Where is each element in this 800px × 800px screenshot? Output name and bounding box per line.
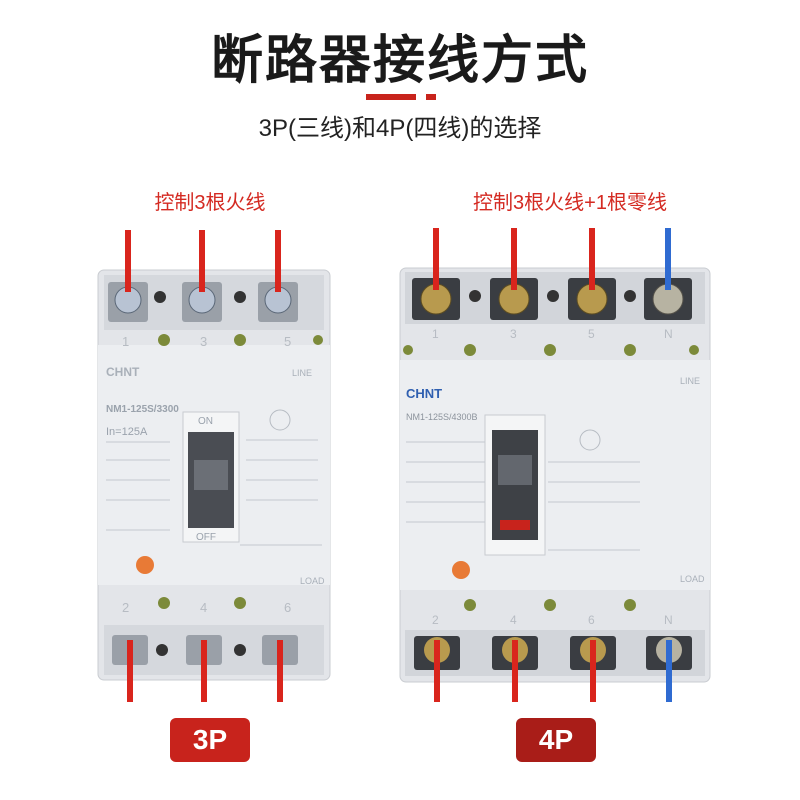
- right-terminal-2: 2: [432, 613, 439, 627]
- right-terminal-6: 6: [588, 613, 595, 627]
- right-model: NM1-125S/4300B: [406, 412, 478, 422]
- page-subtitle: 3P(三线)和4P(四线)的选择: [258, 115, 542, 142]
- right-terminal-1: 1: [432, 327, 439, 341]
- right-terminal-n-bottom: N: [664, 613, 673, 627]
- left-terminal-3: 3: [200, 334, 207, 349]
- left-terminal-4: 4: [200, 600, 207, 615]
- breaker-3p: 1 3 5 CHNT LINE NM1-125S/3300 In=125A ON…: [97, 230, 331, 702]
- left-terminal-2: 2: [122, 600, 129, 615]
- left-off-label: OFF: [196, 532, 216, 543]
- left-caption: 控制3根火线: [154, 192, 266, 214]
- right-terminal-n: N: [664, 327, 673, 341]
- right-terminal-4: 4: [510, 613, 517, 627]
- left-brand: CHNT: [106, 365, 140, 379]
- page-title: 断路器接线方式: [210, 32, 589, 90]
- right-line-label: LINE: [680, 376, 700, 386]
- right-caption: 控制3根火线+1根零线: [473, 192, 667, 214]
- breaker-4p: 1 3 5 N CHNT LINE NM1-125S/4300B LOAD: [399, 228, 711, 702]
- left-on-label: ON: [198, 416, 213, 427]
- right-brand: CHNT: [406, 386, 442, 401]
- title-underline-dot: [426, 94, 436, 100]
- right-terminal-5: 5: [588, 327, 595, 341]
- right-load-label: LOAD: [680, 574, 705, 584]
- badge-3p: 3P: [170, 718, 250, 762]
- left-model: NM1-125S/3300: [106, 404, 179, 415]
- left-terminal-6: 6: [284, 600, 291, 615]
- left-terminal-5: 5: [284, 334, 291, 349]
- title-underline: [366, 94, 416, 100]
- left-line-label: LINE: [292, 368, 312, 378]
- right-terminal-3: 3: [510, 327, 517, 341]
- left-terminal-1: 1: [122, 334, 129, 349]
- left-rated: In=125A: [106, 426, 148, 438]
- badge-4p: 4P: [516, 718, 596, 762]
- left-load-label: LOAD: [300, 576, 325, 586]
